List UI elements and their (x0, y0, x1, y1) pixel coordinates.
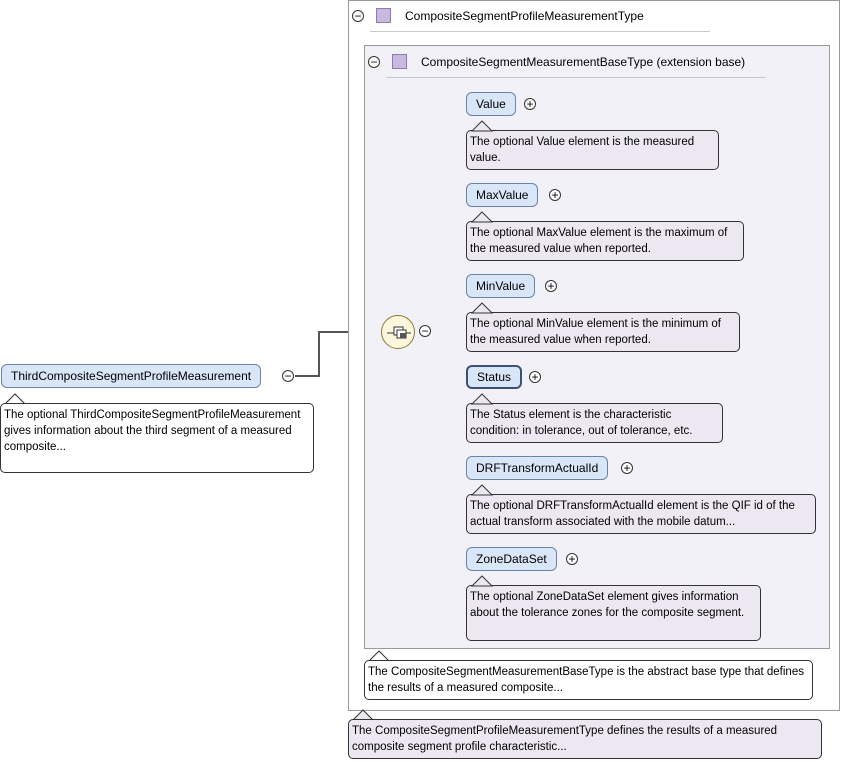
outer-type-title: CompositeSegmentProfileMeasurementType (405, 9, 644, 23)
collapse-inner-icon[interactable]: − (368, 56, 380, 68)
element-value[interactable]: Value (466, 92, 516, 116)
expand-status-icon[interactable]: + (529, 371, 541, 383)
element-maxvalue-name: MaxValue (476, 188, 529, 202)
root-element-description: The optional ThirdCompositeSegmentProfil… (0, 403, 314, 473)
element-maxvalue[interactable]: MaxValue (466, 183, 539, 207)
expand-value-icon[interactable]: + (524, 98, 536, 110)
element-minvalue-name: MinValue (476, 279, 526, 293)
element-drftransformactualid-description: The optional DRFTransformActualId elemen… (466, 494, 816, 534)
element-value-name: Value (476, 97, 506, 111)
collapse-outer-icon[interactable]: − (352, 10, 364, 22)
element-zonedataset[interactable]: ZoneDataSet (466, 547, 557, 571)
collapse-sequence-icon[interactable]: − (419, 325, 431, 337)
expand-maxvalue-icon[interactable]: + (549, 189, 561, 201)
sequence-compositor-icon[interactable] (381, 315, 415, 349)
element-value-description: The optional Value element is the measur… (466, 130, 719, 170)
element-drftransformactualid[interactable]: DRFTransformActualId (466, 456, 609, 480)
element-status[interactable]: Status (466, 365, 523, 389)
inner-type-description: The CompositeSegmentMeasurementBaseType … (364, 660, 813, 700)
root-element-name: ThirdCompositeSegmentProfileMeasurement (11, 369, 252, 383)
complex-type-icon (376, 8, 391, 23)
element-minvalue[interactable]: MinValue (466, 274, 536, 298)
element-drftransformactualid-name: DRFTransformActualId (476, 461, 599, 475)
expand-minvalue-icon[interactable]: + (545, 280, 557, 292)
root-element-node[interactable]: ThirdCompositeSegmentProfileMeasurement (1, 364, 262, 388)
complex-type-icon (392, 54, 407, 69)
inner-header-divider (386, 77, 766, 78)
outer-type-description: The CompositeSegmentProfileMeasurementTy… (348, 719, 822, 759)
element-zonedataset-description: The optional ZoneDataSet element gives i… (466, 585, 761, 641)
element-minvalue-description: The optional MinValue element is the min… (466, 312, 740, 352)
expand-zonedataset-icon[interactable]: + (566, 553, 578, 565)
collapse-root-icon[interactable]: − (282, 370, 294, 382)
outer-header-divider (370, 31, 710, 32)
element-zonedataset-name: ZoneDataSet (476, 552, 547, 566)
expand-drftransformactualid-icon[interactable]: + (621, 462, 633, 474)
inner-type-title: CompositeSegmentMeasurementBaseType (ext… (421, 55, 746, 69)
element-maxvalue-description: The optional MaxValue element is the max… (466, 221, 744, 261)
element-status-name: Status (477, 370, 512, 384)
element-status-description: The Status element is the characteristic… (466, 403, 723, 443)
